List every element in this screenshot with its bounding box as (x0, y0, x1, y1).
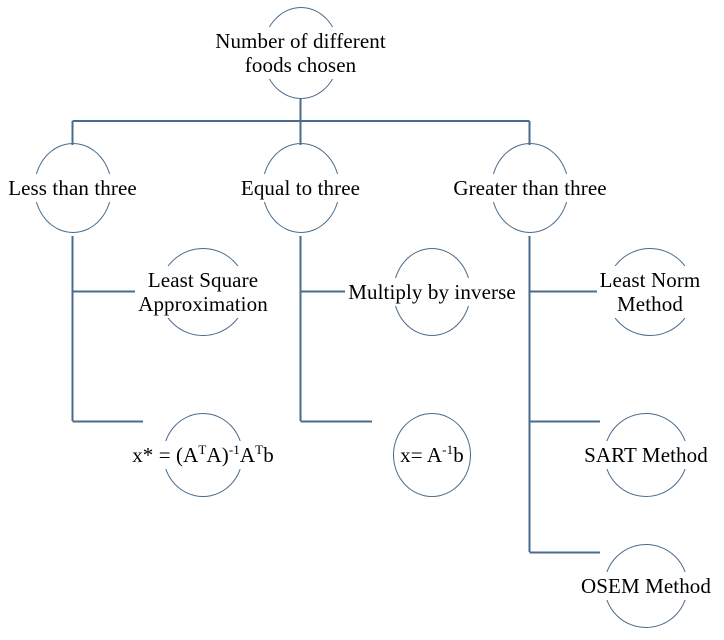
greater-than-three-label: Greater than three (450, 173, 610, 203)
multiply-by-inverse-label: Multiply by inverse (345, 277, 519, 307)
node-sart-method[interactable]: SART Method (566, 412, 724, 498)
node-osem-method[interactable]: OSEM Method (566, 543, 724, 629)
node-inverse-formula[interactable]: x= A-1b (352, 412, 512, 498)
least-square-approximation-line2: Approximation (138, 292, 268, 316)
least-norm-method-line1: Least Norm (599, 267, 701, 292)
root-label-line1: Number of different (215, 28, 386, 53)
less-than-three-label: Less than three (5, 173, 140, 203)
node-multiply-by-inverse[interactable]: Multiply by inverse (337, 246, 527, 338)
node-less-than-three[interactable]: Less than three (0, 142, 155, 234)
node-least-square-formula[interactable]: x* = (ATA)-1ATb (113, 412, 293, 498)
least-square-approximation-line1: Least Square (147, 267, 259, 292)
inverse-formula-ellipse (393, 413, 471, 497)
least-square-approximation-label: Least Square Approximation (135, 265, 271, 319)
root-label-line2: foods chosen (244, 53, 357, 77)
node-greater-than-three[interactable]: Greater than three (440, 142, 620, 234)
least-norm-method-label: Least Norm Method (596, 265, 704, 319)
least-norm-method-line2: Method (617, 292, 683, 316)
node-root[interactable]: Number of different foods chosen (180, 3, 421, 103)
node-equal-to-three[interactable]: Equal to three (222, 142, 379, 234)
least-square-formula-label: x* = (ATA)-1ATb (129, 440, 277, 470)
inverse-formula-label: x= A-1b (397, 440, 467, 470)
osem-method-label: OSEM Method (577, 571, 715, 601)
root-label: Number of different foods chosen (212, 26, 389, 80)
node-least-norm-method[interactable]: Least Norm Method (570, 246, 724, 338)
equal-to-three-label: Equal to three (237, 173, 364, 203)
node-least-square-approximation[interactable]: Least Square Approximation (113, 246, 293, 338)
sart-method-label: SART Method (581, 440, 711, 470)
